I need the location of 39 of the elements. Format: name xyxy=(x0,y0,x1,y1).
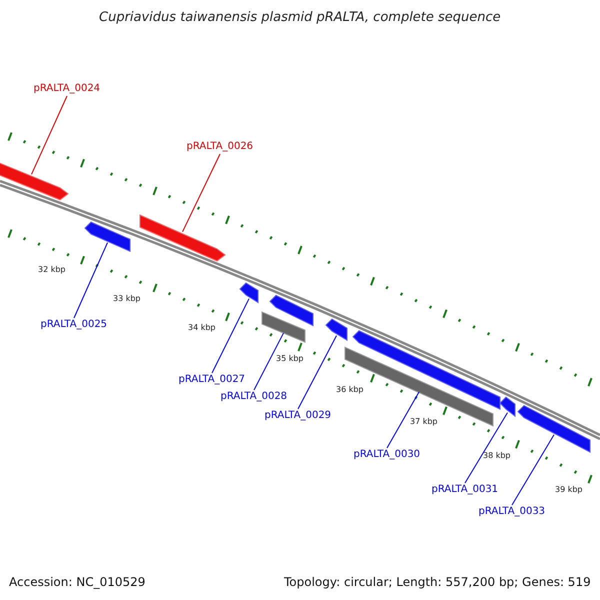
gene-label: pRALTA_0033 xyxy=(478,507,546,517)
gene-label: pRALTA_0025 xyxy=(40,320,108,330)
leader-line xyxy=(182,154,220,232)
gene-label: pRALTA_0028 xyxy=(220,392,288,402)
footer-text: Topology: circular; Length: 557,200 bp; Genes: 519 xyxy=(284,576,591,588)
scale-label: 33 kbp xyxy=(113,295,141,303)
gene-block xyxy=(140,214,226,262)
gene-label: pRALTA_0027 xyxy=(178,375,246,385)
scale-label: 37 kbp xyxy=(410,418,438,426)
scale-label: 39 kbp xyxy=(555,486,583,494)
scale-label: 38 kbp xyxy=(483,452,511,460)
leader-line xyxy=(386,391,420,448)
title: Cupriavidus taiwanensis plasmid pRALTA, complete sequence xyxy=(99,11,501,24)
gene-block xyxy=(262,311,306,343)
gene-block xyxy=(344,346,494,427)
leader-line xyxy=(254,332,284,390)
gene-block xyxy=(269,294,314,326)
gene-block xyxy=(517,404,590,453)
gene-label: pRALTA_0029 xyxy=(264,411,332,421)
gene-block xyxy=(325,318,348,342)
leader-line xyxy=(464,412,508,484)
gene-block xyxy=(0,160,69,200)
scale-label: 36 kbp xyxy=(336,386,364,394)
scale-label: 32 kbp xyxy=(38,266,66,274)
footer-text: Accession: NC_010529 xyxy=(9,576,146,588)
scale-label: 35 kbp xyxy=(276,355,304,363)
gene-label: pRALTA_0024 xyxy=(34,84,100,94)
gene-block xyxy=(499,396,516,418)
gene-label: pRALTA_0030 xyxy=(354,450,420,460)
leader-line xyxy=(31,96,68,175)
gene-label: pRALTA_0026 xyxy=(186,142,254,152)
gene-block xyxy=(239,282,258,304)
leader-line xyxy=(74,242,108,318)
leader-line xyxy=(212,298,250,374)
leader-line xyxy=(512,434,554,506)
gene-block xyxy=(84,222,130,252)
gene-label: pRALTA_0031 xyxy=(432,485,498,495)
leader-line xyxy=(298,335,337,410)
scale-label: 34 kbp xyxy=(188,324,216,332)
